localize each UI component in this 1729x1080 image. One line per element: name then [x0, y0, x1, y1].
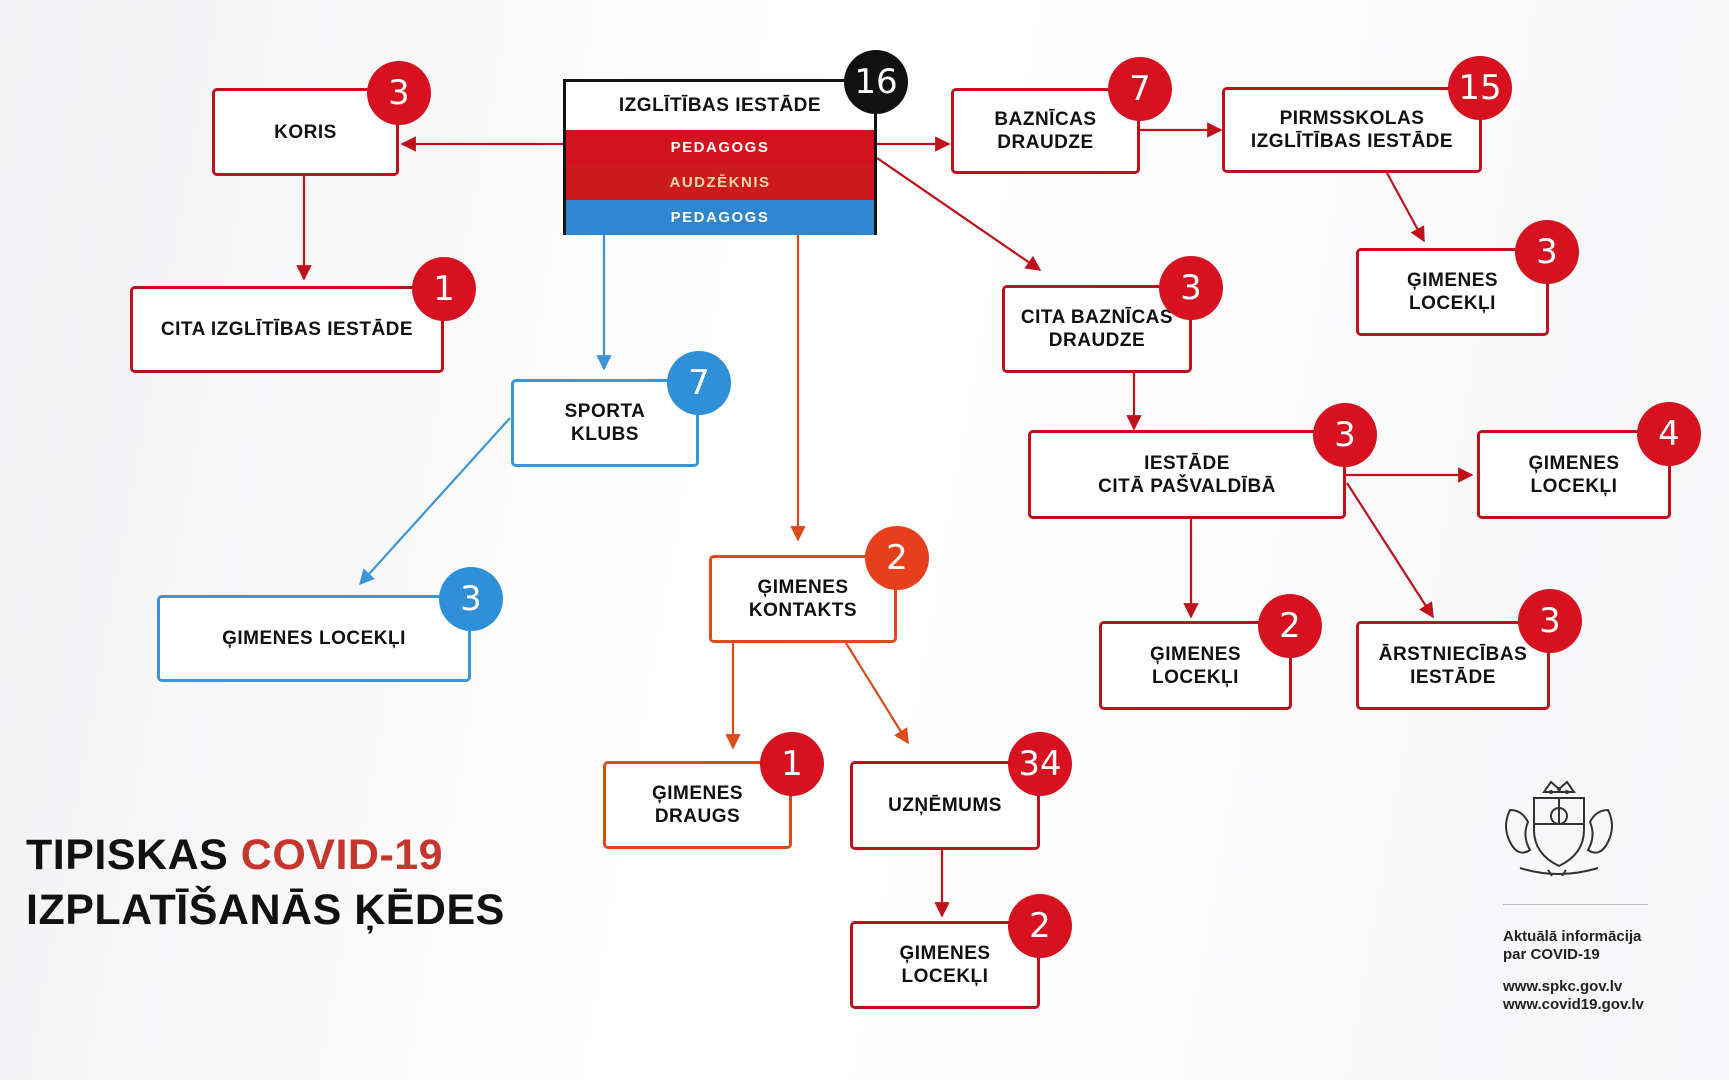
node-iestade-badge: 3 — [1313, 403, 1377, 467]
page-title: TIPISKAS COVID-19 IZPLATĪŠANĀS ĶĒDES — [26, 828, 505, 938]
node-arstn-label-1: ĀRSTNIECĪBAS — [1378, 643, 1528, 665]
node-sporta-label-1: SPORTA — [564, 401, 646, 422]
node-gim-iest-r-label-1: ĢIMENES — [1528, 452, 1620, 474]
node-sporta-klubs: SPORTA KLUBS — [511, 379, 699, 467]
node-gimenes-locekli-blue: ĢIMENES LOCEKĻI — [157, 595, 471, 682]
node-gim-pirms-label-1: ĢIMENES — [1406, 270, 1499, 291]
node-gim-iest-r-label-2: LOCEKĻI — [1530, 475, 1618, 497]
band-pedagogs-2: PEDAGOGS — [566, 200, 874, 235]
node-sporta-label-2: KLUBS — [571, 424, 639, 445]
title-prefix: TIPISKAS — [26, 831, 241, 879]
node-gim-iest-b-label-1: ĢIMENES — [1149, 643, 1242, 665]
arrow-sporta-to-gim — [358, 417, 511, 586]
node-draugs-badge: 1 — [760, 732, 824, 796]
arrow-iestade-to-arstn — [1346, 482, 1434, 619]
info-url-2[interactable]: www.covid19.gov.lv — [1503, 996, 1644, 1013]
node-kontakts-badge: 2 — [865, 526, 929, 590]
title-highlight: COVID-19 — [240, 831, 444, 879]
node-baznicas-label-1: BAZNĪCAS — [994, 109, 1097, 130]
node-gim-pirms-badge: 3 — [1515, 220, 1579, 284]
coat-of-arms-icon — [1505, 780, 1613, 877]
band-audzeknis: AUDZĒKNIS — [566, 165, 874, 200]
node-gim-iest-b-label-2: LOCEKĻI — [1152, 666, 1239, 688]
node-gim-iest-r-badge: 4 — [1637, 402, 1701, 466]
node-cita-baz-badge: 3 — [1159, 256, 1223, 320]
node-kontakts-label-2: KONTAKTS — [748, 600, 858, 621]
node-gimenes-draugs: ĢIMENES DRAUGS — [603, 761, 792, 849]
info-divider — [1503, 904, 1648, 905]
node-gimenes-blue-badge: 3 — [439, 567, 503, 631]
info-line-2: par COVID-19 — [1503, 946, 1600, 963]
node-gimenes-uznemums: ĢIMENES LOCEKĻI — [850, 921, 1040, 1009]
node-arstn-label-2: IESTĀDE — [1410, 666, 1496, 688]
node-arstniecibas-iestade: ĀRSTNIECĪBAS IESTĀDE — [1356, 621, 1550, 710]
node-gimenes-kontakts: ĢIMENES KONTAKTS — [709, 555, 897, 643]
node-cita-baznicas: CITA BAZNĪCAS DRAUDZE — [1002, 285, 1192, 373]
node-gimenes-blue-label: ĢIMENES LOCEKĻI — [222, 628, 406, 649]
node-uznemums-badge: 34 — [1008, 732, 1072, 796]
node-gimenes-iestade-below: ĢIMENES LOCEKĻI — [1099, 621, 1292, 710]
node-pirmsskolas-label-1: PIRMSSKOLAS — [1279, 108, 1425, 129]
node-gim-iest-b-badge: 2 — [1258, 594, 1322, 658]
main-node-izglitibas-iestade: IZGLĪTĪBAS IESTĀDE PEDAGOGS AUDZĒKNIS PE… — [563, 79, 877, 235]
node-cita-baz-label-1: CITA BAZNĪCAS — [1020, 307, 1174, 328]
node-draugs-label-2: DRAUGS — [654, 806, 741, 827]
node-gim-pirms-label-2: LOCEKĻI — [1409, 293, 1496, 314]
node-iestade-label-1: IESTĀDE — [1144, 452, 1230, 474]
main-count-badge: 16 — [844, 50, 908, 114]
node-arstn-badge: 3 — [1518, 589, 1582, 653]
title-line-2: IZPLATĪŠANĀS ĶĒDES — [26, 886, 505, 934]
arrow-kontakts-to-uzn — [845, 642, 909, 745]
node-koris-label: KORIS — [274, 121, 337, 143]
main-node-label: IZGLĪTĪBAS IESTĀDE — [618, 95, 822, 116]
node-koris-badge: 3 — [367, 61, 431, 125]
node-kontakts-label-1: ĢIMENES — [757, 577, 849, 598]
node-sporta-badge: 7 — [667, 351, 731, 415]
node-uznemums-label: UZŅĒMUMS — [888, 795, 1002, 816]
node-gim-uzn-badge: 2 — [1008, 894, 1072, 958]
node-draugs-label-1: ĢIMENES — [651, 783, 744, 804]
node-iestade-label-2: CITĀ PAŠVALDĪBĀ — [1098, 475, 1276, 497]
node-pirmsskolas-badge: 15 — [1448, 56, 1512, 120]
node-cita-izglitibas: CITA IZGLĪTĪBAS IESTĀDE — [130, 286, 444, 373]
band-pedagogs-1: PEDAGOGS — [566, 130, 874, 165]
node-iestade-cita-pasvaldiba: IESTĀDE CITĀ PAŠVALDĪBĀ — [1028, 430, 1346, 519]
node-cita-baz-label-2: DRAUDZE — [1048, 330, 1146, 351]
node-cita-izglitibas-label: CITA IZGLĪTĪBAS IESTĀDE — [160, 319, 414, 340]
info-line-1: Aktuālā informācija — [1503, 928, 1642, 945]
node-pirmsskolas-label-2: IZGLĪTĪBAS IESTĀDE — [1250, 131, 1454, 152]
node-gim-uzn-label-2: LOCEKĻI — [901, 966, 989, 987]
node-gim-uzn-label-1: ĢIMENES — [899, 943, 991, 964]
node-baznicas-badge: 7 — [1108, 57, 1172, 121]
node-baznicas-label-2: DRAUDZE — [997, 132, 1094, 153]
info-block: Aktuālā informācija par COVID-19 www.spk… — [1503, 928, 1644, 1014]
node-uznemums: UZŅĒMUMS — [850, 761, 1040, 850]
node-baznicas-draudze: BAZNĪCAS DRAUDZE — [951, 88, 1140, 174]
arrow-pirms-to-gim — [1386, 172, 1425, 243]
arrow-main-to-citabaz — [876, 157, 1042, 271]
info-url-1[interactable]: www.spkc.gov.lv — [1503, 978, 1623, 995]
node-pirmsskolas: PIRMSSKOLAS IZGLĪTĪBAS IESTĀDE — [1222, 87, 1482, 173]
node-cita-izglitibas-badge: 1 — [412, 257, 476, 321]
